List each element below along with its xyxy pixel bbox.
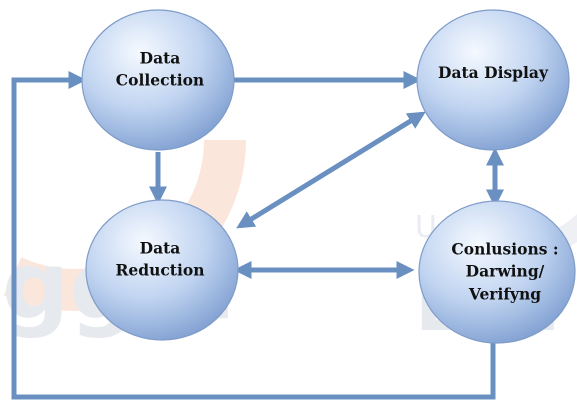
label-line: Data — [139, 238, 181, 258]
node-data-reduction — [85, 199, 239, 341]
label-line: Verifyng — [468, 284, 542, 304]
label-line: Darwing/ — [465, 261, 545, 281]
edge-reduction-display — [236, 111, 426, 229]
label-data-collection: Data Collection — [116, 48, 204, 93]
label-line: Data Display — [438, 62, 548, 82]
label-line: Reduction — [115, 261, 205, 280]
label-line: Data — [139, 48, 181, 68]
label-data-reduction: Data Reduction — [116, 238, 205, 283]
edge-conclusions-to-collection — [11, 71, 496, 400]
node-conclusions — [418, 200, 576, 344]
watermark-arc-orange — [0, 0, 246, 311]
edges — [11, 71, 504, 400]
label-line: Conlusions : — [451, 239, 559, 259]
label-conclusions: Conlusions : Darwing/ Verifyng — [451, 238, 558, 305]
node-data-display — [416, 9, 570, 151]
label-data-display: Data Display — [438, 62, 548, 84]
node-data-collection — [81, 9, 235, 151]
label-line: Collection — [115, 71, 205, 90]
nodes — [81, 9, 576, 344]
